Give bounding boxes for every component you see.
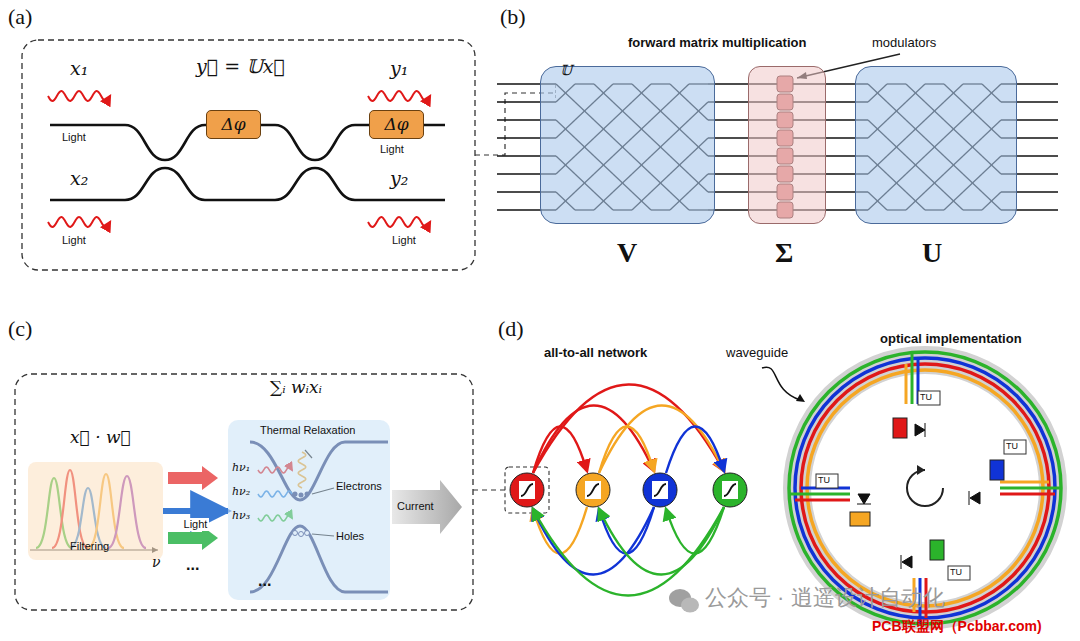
sigmoid-box — [722, 481, 738, 499]
light-wave — [48, 91, 110, 101]
node-text: Δφ — [370, 115, 423, 135]
annotation: hν₃ — [232, 510, 250, 523]
neuron — [713, 473, 747, 507]
modulator-block: Σ — [748, 66, 826, 224]
annotation: 𝕌 — [560, 62, 572, 78]
neuron — [576, 473, 610, 507]
light-arrow — [168, 466, 218, 490]
synapse-arc — [599, 405, 724, 473]
drop-waveguides — [788, 352, 1062, 624]
node-text: V — [617, 237, 637, 269]
panel-letter: (c) — [8, 316, 32, 341]
watermark: PCB联盟网（Pcbbar.com) — [872, 618, 1042, 634]
annotation: Light — [62, 234, 86, 247]
pointer-line — [762, 367, 800, 400]
light-wave — [368, 217, 430, 227]
annotation: y₁ — [390, 58, 408, 80]
panel-letter: (d) — [498, 316, 524, 341]
annotation: x₂ — [70, 168, 88, 190]
phase-shifter: Δφ — [206, 110, 261, 139]
annotation: Light — [380, 143, 404, 156]
sigmoid-symbol — [724, 484, 736, 496]
synapse-arc — [599, 426, 654, 473]
panel-letter: (a) — [8, 4, 32, 29]
annotation: TU — [950, 567, 962, 577]
annotation: hν₁ — [232, 462, 250, 475]
annotation: all-to-all network — [544, 346, 647, 361]
annotation: ... — [258, 572, 271, 590]
neuron — [510, 473, 544, 507]
panel-letter: (b) — [500, 4, 526, 29]
sigmoid-box — [519, 481, 535, 499]
watermark: 公众号 · 逍遥设计自动化 — [705, 585, 945, 610]
sigmoid-box — [652, 481, 668, 499]
sigmoid-symbol — [521, 484, 533, 496]
annotation: forward matrix multiplication — [628, 36, 806, 51]
phase-shifter: Δφ — [369, 110, 424, 139]
node-text: Σ — [775, 237, 793, 269]
light-wave — [48, 217, 110, 227]
sigmoid-symbol — [654, 484, 666, 496]
light-wave — [368, 91, 430, 101]
photodetector-panel: ∑ᵢ wᵢxᵢThermal RelaxationElectronsHoles — [228, 420, 390, 600]
neuron-components — [816, 391, 1026, 580]
annotation: TU — [818, 475, 830, 485]
annotation: hν₂ — [232, 486, 250, 499]
annotation: TU — [920, 392, 932, 402]
node-text: Holes — [336, 530, 364, 543]
synapse-arc — [666, 426, 724, 473]
synapse-arc — [533, 384, 724, 473]
node-text: U — [922, 237, 942, 269]
rotation-arrow — [907, 470, 943, 506]
annotation: y⃗ = 𝕌x⃗ — [196, 56, 285, 78]
watermark-icon — [669, 589, 699, 613]
neuron — [643, 473, 677, 507]
waveguide — [50, 168, 445, 200]
current-arrow — [392, 480, 462, 534]
matrix-block: U — [855, 66, 1017, 224]
node-text: x⃗ · w⃗ — [70, 428, 131, 448]
sigmoid-symbol — [587, 484, 599, 496]
node-text: Filtering — [70, 540, 109, 553]
waveguide — [789, 352, 1061, 624]
annotation: Light — [392, 234, 416, 247]
annotation: modulators — [872, 36, 936, 51]
node-text: Electrons — [336, 480, 382, 493]
synapse-arc — [599, 507, 654, 554]
annotation: TU — [1006, 441, 1018, 451]
annotation: Light — [62, 131, 86, 144]
light-connector — [163, 508, 228, 514]
panel-frame — [22, 40, 475, 270]
neuron-frame — [505, 467, 549, 513]
panel-frame — [15, 374, 473, 610]
sigmoid-box — [585, 481, 601, 499]
annotation: waveguide — [726, 346, 788, 361]
annotation: Current — [397, 500, 434, 513]
filter-panel: x⃗ · w⃗Filtering — [28, 462, 163, 560]
synapse-arc — [533, 507, 587, 554]
edge-label: Light — [182, 518, 210, 531]
annotation: y₂ — [390, 168, 408, 190]
synapse-arc — [533, 426, 587, 473]
pointer-head — [796, 394, 805, 402]
node-text: ∑ᵢ wᵢxᵢ — [270, 378, 322, 398]
synapse-arc — [599, 507, 724, 575]
annotation: optical implementation — [880, 332, 1022, 347]
leader-line — [473, 489, 505, 490]
annotation: ν — [152, 554, 161, 570]
annotation: ... — [186, 556, 199, 574]
synapse-arc — [666, 507, 724, 554]
node-text: Thermal Relaxation — [260, 424, 355, 437]
rotation-head — [917, 465, 925, 475]
synapse-arc — [533, 507, 724, 596]
annotation: x₁ — [70, 58, 88, 80]
matrix-block: V — [540, 66, 715, 224]
node-text: Δφ — [207, 115, 260, 135]
